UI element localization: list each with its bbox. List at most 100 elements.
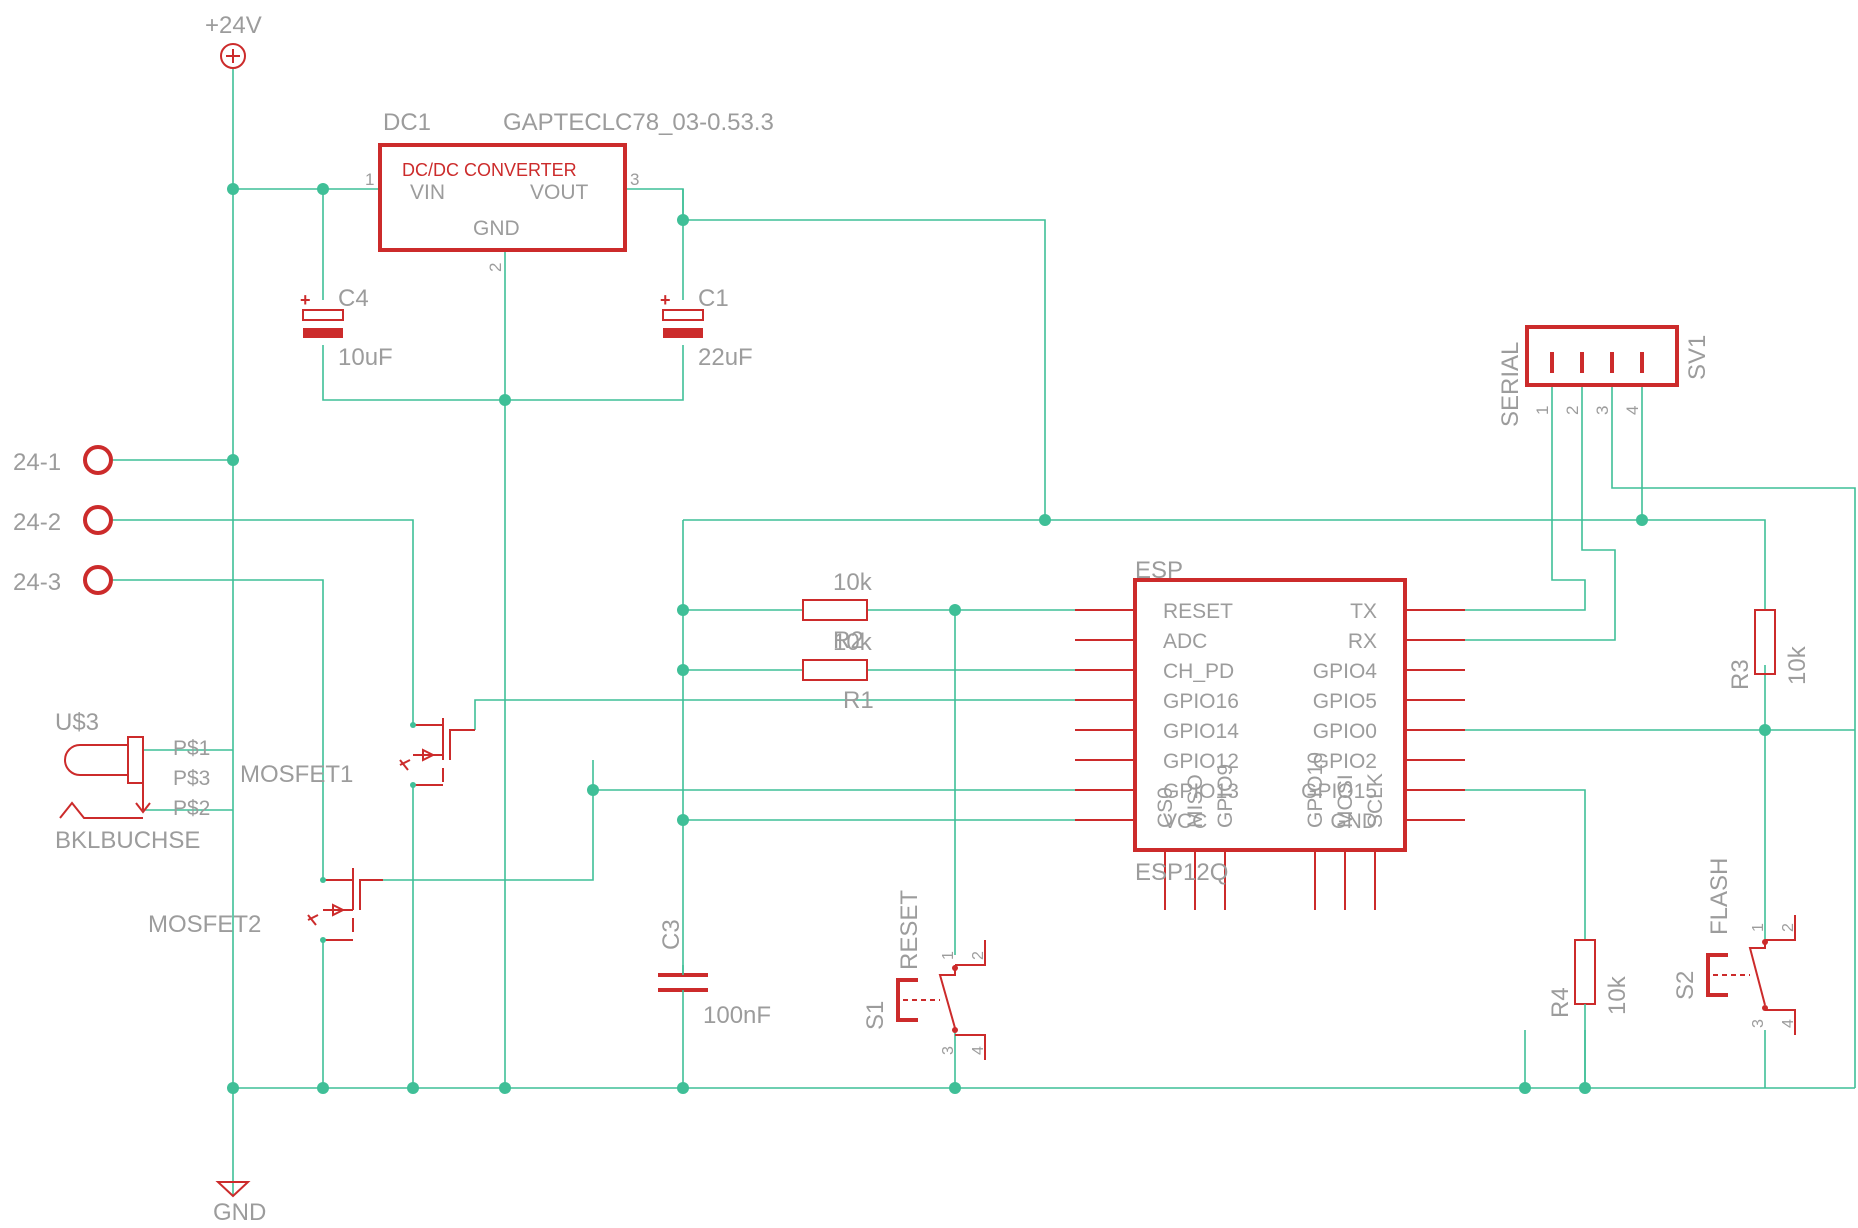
r2-value: 10k: [833, 569, 873, 596]
mosfet1-dot: [410, 782, 416, 788]
wire-gpio15: [1405, 789, 1586, 1088]
u3-p2: P$2: [173, 797, 210, 820]
junction: [227, 183, 239, 195]
mosfet2-gate: [352, 879, 383, 910]
wire-tx: [1405, 385, 1586, 611]
sv1-pin4: 4: [1623, 406, 1642, 415]
s2-dot: [1762, 1005, 1768, 1011]
s1-pin2: 2: [970, 951, 987, 960]
wire-in3: [113, 579, 324, 880]
s1-pin4: 4: [970, 1046, 987, 1055]
capacitor-c3[interactable]: C3 100nF: [658, 919, 771, 1029]
wire-sv1-3: [1611, 385, 1856, 1088]
esp-pin-gpio10: GPIO10: [1304, 752, 1327, 828]
esp-pin-gpio5: GPIO5: [1313, 690, 1377, 713]
junction: [317, 1082, 329, 1094]
junction: [227, 1082, 239, 1094]
mosfet1-gate: [442, 729, 475, 760]
c1-plate-top: [662, 309, 704, 321]
s1-contact: [938, 965, 956, 1029]
s1-pin3: 3: [940, 1046, 957, 1055]
junction: [499, 1082, 511, 1094]
wire-gpio0: [1405, 665, 1855, 1088]
sv1-value: SERIAL: [1497, 342, 1524, 427]
junction: [499, 394, 511, 406]
capacitor-c4[interactable]: + C4 10uF: [300, 285, 393, 371]
esp-bottom-stubs: [1164, 850, 1376, 910]
mosfet1-dot: [410, 722, 416, 728]
switch-s2[interactable]: FLASH S2 1 2 3 4: [1672, 858, 1797, 1035]
junction: [227, 454, 239, 466]
terminal-label-1: 24-1: [13, 449, 61, 476]
junction: [407, 1082, 419, 1094]
switch-s1[interactable]: RESET S1 1 2 3 4: [862, 890, 987, 1060]
esp-pin-reset: RESET: [1163, 600, 1233, 623]
dcdc-title: DC/DC CONVERTER: [402, 160, 577, 180]
s1-pin1: 1: [940, 951, 957, 960]
r1-body: [802, 659, 868, 681]
mosfet2-leads: [323, 879, 353, 941]
ground-triangle: [215, 1181, 251, 1198]
junction: [677, 604, 689, 616]
esp-pin-miso: MISO: [1184, 774, 1207, 828]
header-sv1[interactable]: SV1 SERIAL 1 2 3 4: [1497, 325, 1711, 427]
c1-ref: C1: [698, 285, 729, 312]
dcdc-ref: DC1: [383, 109, 431, 136]
capacitor-c1[interactable]: + C1 22uF: [660, 285, 753, 371]
esp-pin-sclk: SCLK: [1364, 773, 1387, 828]
s2-pin3: 3: [1750, 1019, 1767, 1028]
s2-pin1: 1: [1750, 923, 1767, 932]
mosfet2[interactable]: MOSFET2: [148, 868, 383, 943]
resistor-r3[interactable]: R3 10k: [1727, 609, 1811, 690]
terminal-24-3[interactable]: [83, 565, 113, 595]
terminal-24-2[interactable]: [83, 505, 113, 535]
esp-pin-gpio0: GPIO0: [1313, 720, 1377, 743]
r1-ref: R1: [843, 687, 874, 714]
r3-ref: R3: [1727, 659, 1754, 690]
dcdc-body: [378, 143, 627, 252]
dcdc-vin: VIN: [410, 181, 445, 204]
wires: [113, 67, 1856, 1195]
terminal-24-1[interactable]: [83, 445, 113, 475]
wire-gpio13: [383, 760, 1135, 881]
wire-r4: [1524, 1030, 1586, 1088]
ground-symbol: GND: [213, 1181, 266, 1226]
junctions: [227, 183, 1771, 1094]
s1-actuator: [896, 978, 918, 1022]
r4-body: [1574, 939, 1596, 1005]
r1-value: 10k: [833, 629, 873, 656]
terminal-label-3: 24-3: [13, 569, 61, 596]
junction: [317, 183, 329, 195]
mosfet1-leads: [413, 724, 443, 786]
resistor-r2[interactable]: 10k R2: [802, 569, 873, 654]
junction: [1039, 514, 1051, 526]
mosfet1[interactable]: MOSFET1: [240, 718, 475, 788]
s1-dot: [952, 1027, 958, 1033]
sv1-body: [1525, 325, 1679, 387]
dcdc-pin1: 1: [365, 170, 374, 189]
esp-pin-gpio14: GPIO14: [1163, 720, 1239, 743]
u3-jack-flange: [127, 736, 144, 784]
dcdc-converter[interactable]: DC1 GAPTECLC78_03-0.53.3 DC/DC CONVERTER…: [365, 109, 774, 272]
resistor-r4[interactable]: R4 10k: [1547, 939, 1631, 1030]
dcdc-pin2: 2: [486, 263, 505, 272]
esp-pin-ch-pd: CH_PD: [1163, 660, 1234, 683]
s1-value: RESET: [896, 890, 923, 970]
s2-pin2: 2: [1780, 923, 1797, 932]
resistor-r1[interactable]: 10k R1: [802, 629, 874, 714]
r3-value: 10k: [1784, 645, 1811, 685]
wire-in2: [113, 519, 414, 725]
esp-module[interactable]: ESP ESP12Q RESET ADC CH_PD GPIO16 GPIO14…: [1075, 557, 1465, 910]
sv1-ref: SV1: [1684, 335, 1711, 380]
supply-circle: [220, 43, 246, 69]
junction: [677, 664, 689, 676]
r2-ref: R2: [833, 627, 864, 654]
dcdc-value: GAPTECLC78_03-0.53.3: [503, 109, 774, 136]
c4-value: 10uF: [338, 344, 393, 371]
s2-actuator: [1706, 953, 1728, 997]
supply-plus: [226, 49, 240, 63]
s2-ref: S2: [1672, 971, 1699, 1000]
junction: [1579, 1082, 1591, 1094]
esp-pin-gpio12: GPIO12: [1163, 750, 1239, 773]
connector-u3[interactable]: U$3 BKLBUCHSE P$1 P$3 P$2: [55, 709, 210, 854]
